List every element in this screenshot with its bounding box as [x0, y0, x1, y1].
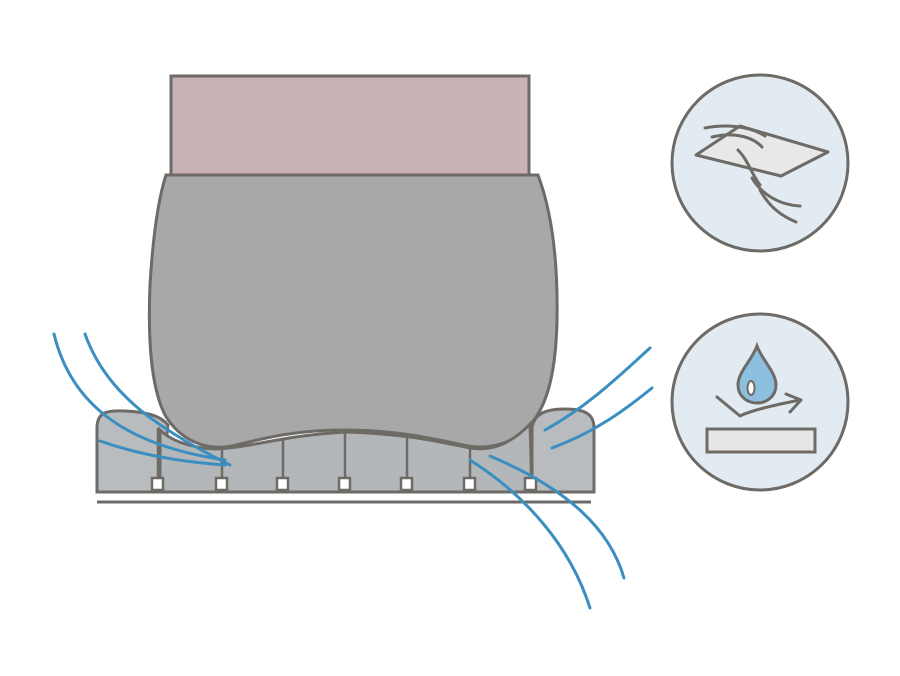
air-swirl-lines — [703, 124, 802, 224]
support-cap — [399, 476, 414, 492]
support-cap — [275, 476, 290, 492]
bounce-arrow — [715, 395, 802, 418]
cushion-supports — [150, 428, 538, 492]
airflow-line — [543, 346, 652, 432]
airflow-line — [52, 332, 227, 462]
support-cap — [214, 476, 229, 492]
airflow-line — [488, 454, 626, 580]
support-cap — [337, 476, 352, 492]
water-repellent-icon — [670, 312, 850, 492]
support-cap — [150, 476, 165, 492]
airflow-line — [550, 386, 654, 450]
swirl-line — [703, 124, 767, 138]
swirl-line — [710, 133, 764, 149]
buttocks — [147, 173, 559, 449]
droplet-highlight — [746, 380, 756, 396]
airflow-lines — [52, 332, 654, 610]
airflow-line — [83, 332, 232, 467]
swirl-line — [758, 188, 798, 224]
breathable-mesh-icon — [670, 73, 850, 253]
cushion-edge-right — [530, 407, 596, 494]
support-cap — [523, 476, 538, 492]
seated-body — [169, 74, 531, 186]
arrow-head — [784, 392, 803, 414]
support-cap — [462, 476, 477, 492]
airflow-line — [98, 439, 227, 467]
repellent-surface — [705, 427, 817, 454]
swirl-line — [736, 148, 762, 187]
airflow-line — [468, 458, 592, 610]
swirl-line — [750, 176, 802, 208]
